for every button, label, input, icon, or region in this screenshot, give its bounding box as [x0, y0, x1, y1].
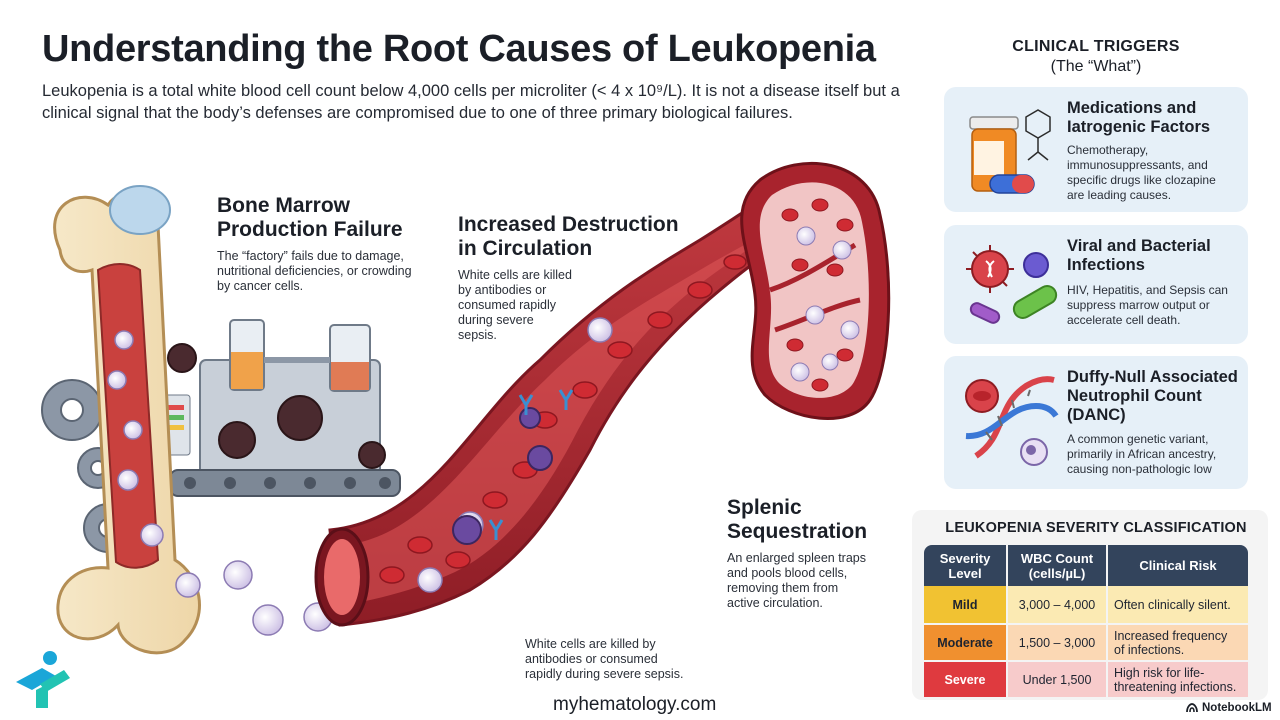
- virus-bacteria-icon: [966, 245, 1058, 324]
- callout-bone-marrow: Bone Marrow Production Failure The “fact…: [217, 194, 437, 294]
- trigger-card-danc: Duffy-Null Associated Neutrophil Count (…: [944, 356, 1248, 489]
- intro-paragraph: Leukopenia is a total white blood cell c…: [42, 82, 900, 122]
- column-header: Severity Level: [924, 545, 1006, 586]
- callout-destruction: Increased Destruction in Circulation Whi…: [458, 213, 698, 343]
- clinical-risk: Often clinically silent.: [1106, 586, 1248, 623]
- antibody: [488, 389, 574, 540]
- callout-text: The “factory” fails due to damage, nutri…: [217, 249, 412, 293]
- white-blood-cell: [107, 330, 333, 636]
- dna-icon: [965, 376, 1059, 466]
- column-header: Clinical Risk: [1106, 545, 1248, 586]
- clinical-risk: High risk for life- threatening infectio…: [1106, 660, 1248, 697]
- leukopenia-illustration: [41, 161, 891, 655]
- brand-label: NotebookLM: [1202, 702, 1272, 714]
- callout-title: Bone Marrow Production Failure: [217, 194, 403, 241]
- wbc-count: 1,500 – 3,000: [1006, 623, 1106, 660]
- severity-level: Severe: [924, 660, 1006, 697]
- card-text: HIV, Hepatitis, and Sepsis can suppress …: [1067, 283, 1228, 327]
- table-row: Moderate 1,500 – 3,000 Increased frequen…: [924, 623, 1248, 660]
- callout-title: Increased Destruction in Circulation: [458, 213, 679, 260]
- callout-text: An enlarged spleen traps and pools blood…: [727, 551, 866, 610]
- table-row: Mild 3,000 – 4,000 Often clinically sile…: [924, 586, 1248, 623]
- site-logo-icon: [16, 651, 70, 708]
- card-title: Duffy-Null Associated Neutrophil Count (…: [1067, 368, 1238, 424]
- card-text: Chemotherapy, immunosuppressants, and sp…: [1067, 143, 1216, 202]
- pill-bottle-icon: [969, 109, 1051, 194]
- wbc-count: Under 1,500: [1006, 660, 1106, 697]
- callout-text: White cells are killed by antibodies or …: [458, 268, 572, 342]
- trigger-card-infections: Viral and Bacterial Infections HIV, Hepa…: [944, 225, 1248, 344]
- table-row: Severe Under 1,500 High risk for life- t…: [924, 660, 1248, 697]
- trapped-white-cell: [790, 226, 860, 382]
- notebooklm-icon: [1186, 703, 1198, 713]
- card-text: A common genetic variant, primarily in A…: [1067, 432, 1217, 476]
- wbc-count: 3,000 – 4,000: [1006, 586, 1106, 623]
- severity-heading: LEUKOPENIA SEVERITY CLASSIFICATION: [945, 520, 1247, 536]
- bottom-note: White cells are killed by antibodies or …: [525, 637, 684, 681]
- triggers-subtitle: (The “What”): [1050, 58, 1142, 75]
- callout-spleen: Splenic Sequestration An enlarged spleen…: [727, 496, 917, 611]
- severity-level: Moderate: [924, 623, 1006, 660]
- damaged-cell: [167, 343, 386, 469]
- brand-watermark: NotebookLM: [1186, 702, 1272, 714]
- triggers-title: CLINICAL TRIGGERS: [1012, 38, 1180, 55]
- page-title: Understanding the Root Causes of Leukope…: [42, 28, 876, 70]
- table-header-row: Severity Level WBC Count (cells/µL) Clin…: [924, 545, 1248, 586]
- red-blood-cell: [379, 254, 747, 584]
- severity-table: Severity Level WBC Count (cells/µL) Clin…: [924, 545, 1248, 697]
- trigger-card-medications: Medications and Iatrogenic Factors Chemo…: [944, 87, 1248, 212]
- clinical-risk: Increased frequency of infections.: [1106, 623, 1248, 660]
- column-header: WBC Count (cells/µL): [1006, 545, 1106, 586]
- card-title: Medications and Iatrogenic Factors: [1067, 99, 1211, 136]
- callout-title: Splenic Sequestration: [727, 496, 868, 543]
- card-title: Viral and Bacterial Infections: [1067, 237, 1211, 274]
- triggers-heading: CLINICAL TRIGGERS (The “What”): [944, 38, 1248, 76]
- trapped-cell: [781, 198, 854, 392]
- footer-url[interactable]: myhematology.com: [553, 694, 717, 715]
- severity-level: Mild: [924, 586, 1006, 623]
